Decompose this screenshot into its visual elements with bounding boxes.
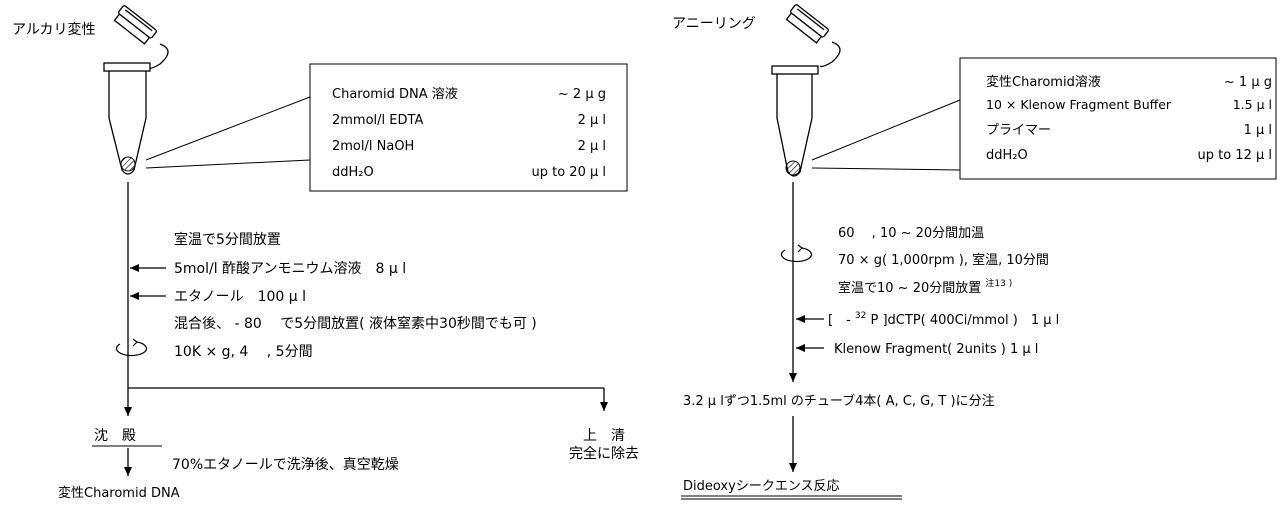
right-step-dctp-b: P ]dCTP( 400Ci/mmol ) 1 μ l [871, 313, 1060, 328]
left-reagent-amount: ~ 2 μ g [558, 87, 606, 102]
right-reagent-name: プライマー [986, 123, 1051, 138]
right-step-centrifuge: 70 × g( 1,000rpm ), 室温, 10分間 [838, 252, 1049, 268]
left-callout-line [145, 96, 311, 161]
right-reagent-amount: 1.5 μ l [1233, 97, 1272, 112]
right-reagent-name: 10 × Klenow Fragment Buffer [986, 97, 1172, 112]
left-step-freeze: 混合後、 - 80 で5分間放置( 液体窒素中30秒間でも可 ) [174, 315, 537, 332]
left-step-centrifuge: 10K × g, 4 , 5分間 [174, 344, 313, 360]
right-reagent-name: ddH₂O [986, 148, 1028, 163]
left-reagent-name: ddH₂O [332, 165, 374, 180]
right-tube-icon [771, 4, 841, 177]
left-step-incubate: 室温で5分間放置 [174, 231, 281, 248]
right-result: Dideoxyシークエンス反応 [683, 479, 840, 494]
left-reagent-amount: 2 μ l [578, 113, 606, 128]
right-step-dctp: [ - 32 P ]dCTP( 400Ci/mmol ) 1 μ l [828, 307, 1059, 328]
right-distribute: 3.2 μ lずつ1.5ml のチューブ4本( A, C, G, T )に分注 [683, 393, 995, 409]
right-reagent-amount: up to 12 μ l [1198, 148, 1273, 163]
right-step-rest: 室温で10 ~ 20分間放置 注13 ) [838, 277, 1012, 296]
right-reagent-name: 変性Charomid溶液 [986, 74, 1101, 90]
left-tube-icon [103, 5, 169, 175]
right-reagent-amount: ~ 1 μ g [1224, 75, 1272, 90]
left-step-ammonium: 5mol/l 酢酸アンモニウム溶液 8 μ l [174, 261, 406, 277]
left-callout-line [145, 159, 311, 169]
right-reagent-amount: 1 μ l [1244, 123, 1272, 138]
right-title: アニーリング [672, 16, 756, 32]
left-title: アルカリ変性 [12, 21, 95, 38]
right-step-dctp-sup: 32 [855, 311, 866, 321]
left-result: 変性Charomid DNA [58, 485, 180, 501]
right-centrifuge-icon [780, 244, 813, 263]
right-callout-line [811, 99, 961, 161]
left-reagent-box: Charomid DNA 溶液 ~ 2 μ g 2mmol/l EDTA 2 μ… [309, 63, 628, 192]
left-reagent-name: 2mol/l NaOH [332, 139, 414, 154]
left-reagent-name: Charomid DNA 溶液 [332, 87, 458, 102]
left-protocol: アルカリ変性 Charomid DNA 溶液 ~ 2 μ g 2mmol/l E… [12, 5, 639, 501]
right-step-warm: 60 , 10 ~ 20分間加温 [838, 226, 984, 241]
right-reagent-box: 変性Charomid溶液 ~ 1 μ g 10 × Klenow Fragmen… [959, 57, 1277, 180]
right-step-klenow: Klenow Fragment( 2units ) 1 μ l [834, 342, 1038, 357]
left-supernatant: 上 清 [583, 428, 625, 444]
left-centrifuge-icon [115, 338, 148, 357]
left-reagent-name: 2mmol/l EDTA [332, 113, 423, 128]
left-step-ethanol: エタノール 100 μ l [174, 289, 306, 305]
right-step-dctp-a: [ - [828, 313, 851, 328]
left-reagent-amount: up to 20 μ l [532, 165, 607, 180]
left-wash: 70%エタノールで洗浄後、真空乾燥 [172, 457, 399, 473]
right-protocol: アニーリング 変性Charomid溶液 ~ 1 μ g 10 × Klenow … [672, 4, 1277, 500]
left-reagent-amount: 2 μ l [578, 139, 606, 154]
right-step-rest-text: 室温で10 ~ 20分間放置 [838, 280, 981, 296]
right-callout-line [811, 167, 961, 171]
left-supernatant-remove: 完全に除去 [569, 445, 639, 462]
left-precipitate: 沈 殿 [94, 428, 136, 444]
right-step-rest-note: 注13 ) [985, 277, 1012, 289]
